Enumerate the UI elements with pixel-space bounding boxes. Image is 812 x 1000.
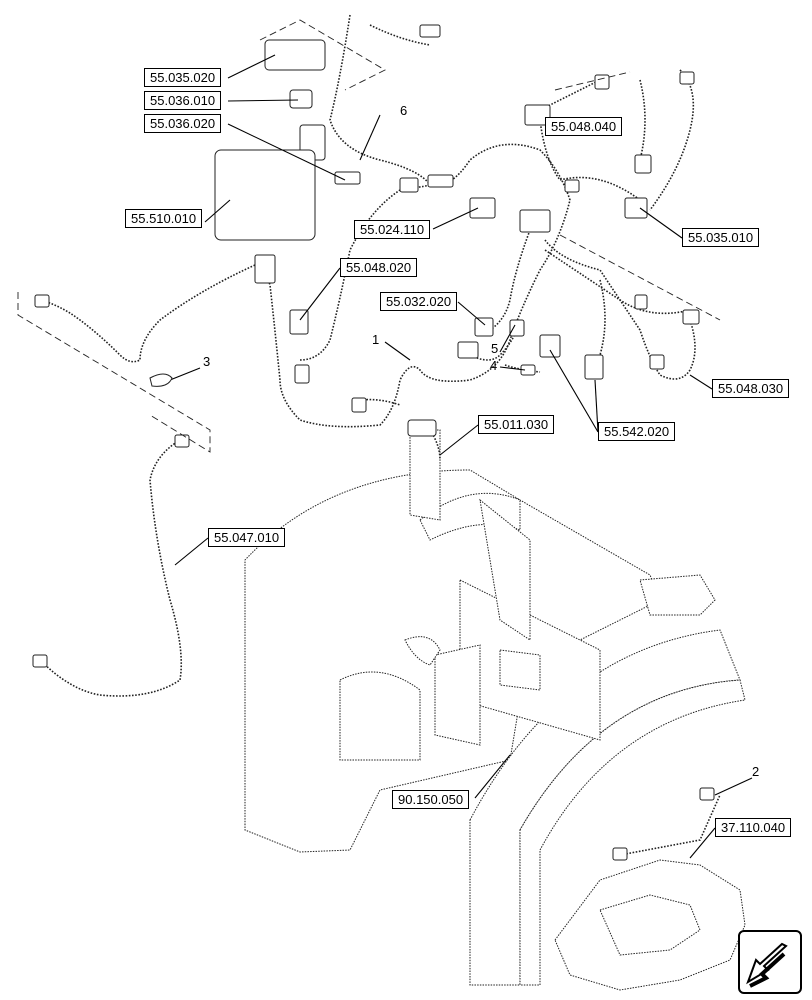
callout-1: 1 <box>372 332 380 347</box>
ref-55-011-030[interactable]: 55.011.030 <box>478 415 555 434</box>
callout-4: 4 <box>490 358 498 373</box>
leader-lines <box>169 54 753 859</box>
fender-assembly <box>244 429 746 986</box>
ref-55-542-020[interactable]: 55.542.020 <box>598 422 676 441</box>
ref-55-035-010[interactable]: 55.035.010 <box>682 228 760 247</box>
ref-55-048-040[interactable]: 55.048.040 <box>545 117 623 136</box>
connectors <box>32 24 715 861</box>
clip-loop <box>149 373 173 387</box>
ref-37-110-040[interactable]: 37.110.040 <box>715 818 792 837</box>
callout-3: 3 <box>203 354 211 369</box>
ref-55-048-030[interactable]: 55.048.030 <box>712 379 790 398</box>
ref-55-032-020[interactable]: 55.032.020 <box>380 292 458 311</box>
lift-housing <box>554 794 746 991</box>
ref-90-150-050[interactable]: 90.150.050 <box>392 790 470 809</box>
ref-55-036-020[interactable]: 55.036.020 <box>144 114 222 133</box>
ref-55-036-010[interactable]: 55.036.010 <box>144 91 222 110</box>
ref-55-024-110[interactable]: 55.024.110 <box>354 220 431 239</box>
ref-55-510-010[interactable]: 55.510.010 <box>125 209 203 228</box>
navigation-button[interactable] <box>738 930 802 994</box>
arrow-down-left-icon <box>746 942 788 988</box>
ref-55-048-020[interactable]: 55.048.020 <box>340 258 418 277</box>
wiring-harness <box>39 14 696 697</box>
callout-2: 2 <box>752 764 760 779</box>
callout-6: 6 <box>400 103 408 118</box>
ref-55-035-020[interactable]: 55.035.020 <box>144 68 222 87</box>
callout-5: 5 <box>491 341 499 356</box>
dashed-outlines <box>17 19 721 453</box>
ref-55-047-010[interactable]: 55.047.010 <box>208 528 286 547</box>
